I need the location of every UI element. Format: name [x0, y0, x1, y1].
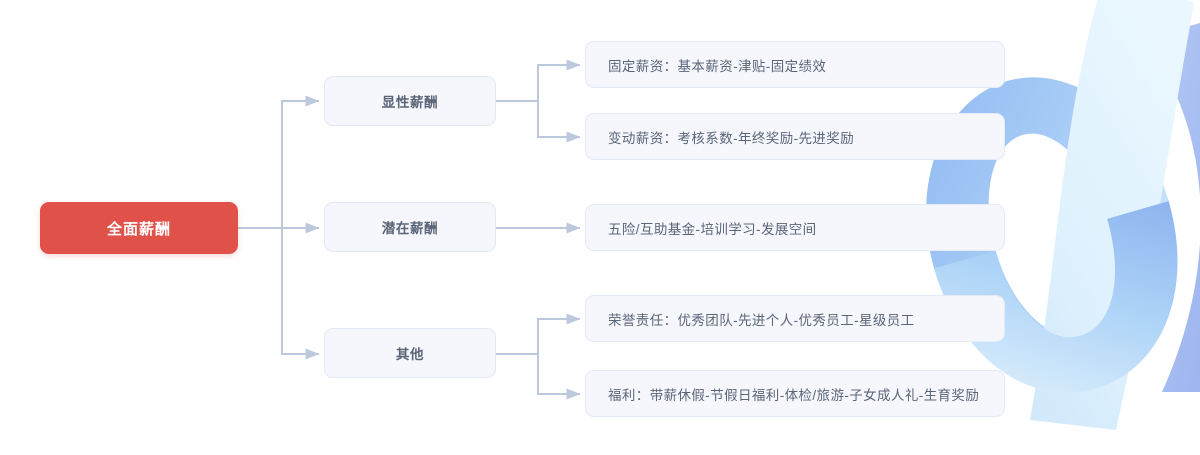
leaf-node-insurance-training-growth[interactable]: 五险/互助基金-培训学习-发展空间: [585, 204, 1005, 251]
branch-node-explicit-compensation[interactable]: 显性薪酬: [324, 76, 496, 126]
leaf-node-welfare[interactable]: 福利：带薪休假-节假日福利-体检/旅游-子女成人礼-生育奖励: [585, 370, 1005, 417]
leaf-node-fixed-salary[interactable]: 固定薪资：基本薪资-津贴-固定绩效: [585, 41, 1005, 88]
branch-node-potential-compensation[interactable]: 潜在薪酬: [324, 202, 496, 252]
branch-node-other[interactable]: 其他: [324, 328, 496, 378]
leaf-node-variable-salary[interactable]: 变动薪资：考核系数-年终奖励-先进奖励: [585, 113, 1005, 160]
root-node-total-compensation[interactable]: 全面薪酬: [40, 202, 238, 254]
leaf-node-honor-responsibility[interactable]: 荣誉责任：优秀团队-先进个人-优秀员工-星级员工: [585, 295, 1005, 342]
